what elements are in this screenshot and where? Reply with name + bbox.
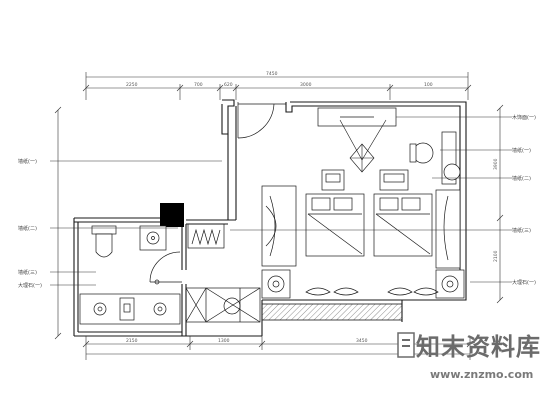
decorative-leaves — [305, 287, 439, 296]
callout-left-2: 墙纸(二) — [18, 225, 37, 232]
right-callout-leaders — [230, 116, 512, 283]
callout-right-2: 墙纸(一) — [512, 147, 531, 154]
bench-left — [261, 185, 297, 267]
bed-right — [373, 193, 433, 257]
dim-right-1: 3900 — [493, 158, 499, 170]
vanity-counter — [79, 293, 181, 325]
top-dimension-chain — [82, 72, 472, 100]
bathroom-door — [149, 251, 182, 285]
dim-top-3: 620 — [224, 82, 233, 88]
left-dimension-line — [54, 106, 62, 340]
nightstand-right — [379, 169, 409, 191]
watermark: 知末资料库 www.znzmo.com — [397, 332, 541, 381]
floor-lamps — [261, 269, 465, 299]
callout-left-3: 墙纸(三) — [18, 269, 37, 276]
dim-top-total: 7450 — [266, 71, 278, 77]
bed-left — [305, 193, 365, 257]
watermark-url: www.znzmo.com — [430, 368, 533, 381]
dim-top-5: 100 — [424, 82, 433, 88]
callout-right-1: 木饰面(一) — [512, 114, 536, 121]
watermark-brand: 知末资料库 — [416, 333, 541, 361]
dim-bottom-1: 2150 — [126, 338, 138, 344]
dim-top-4: 3000 — [300, 82, 312, 88]
toilet — [91, 225, 117, 258]
dim-top-2: 700 — [194, 82, 203, 88]
callout-right-4: 墙纸(三) — [512, 227, 531, 234]
wash-basin — [139, 225, 167, 251]
left-callout-leaders — [50, 160, 222, 286]
light-fixture — [339, 119, 387, 173]
side-table-right — [435, 189, 461, 269]
dim-top-1: 2250 — [126, 82, 138, 88]
callout-left-4: 大理石(一) — [18, 282, 42, 289]
nightstand-left — [321, 169, 345, 191]
closet — [185, 223, 261, 323]
dim-bottom-2: 1300 — [218, 338, 230, 344]
callout-right-3: 墙纸(二) — [512, 175, 531, 182]
right-dimension-line — [496, 104, 504, 304]
structural-column — [160, 203, 184, 227]
callout-left-1: 墙纸(一) — [18, 158, 37, 165]
dim-bottom-3: 3450 — [356, 338, 368, 344]
watermark-logo-icon — [397, 332, 415, 358]
armchair — [409, 131, 461, 185]
dim-right-2: 2100 — [493, 250, 499, 262]
hatched-wall — [261, 303, 403, 321]
entry-door — [237, 102, 286, 139]
callout-right-5: 大理石(一) — [512, 279, 536, 286]
